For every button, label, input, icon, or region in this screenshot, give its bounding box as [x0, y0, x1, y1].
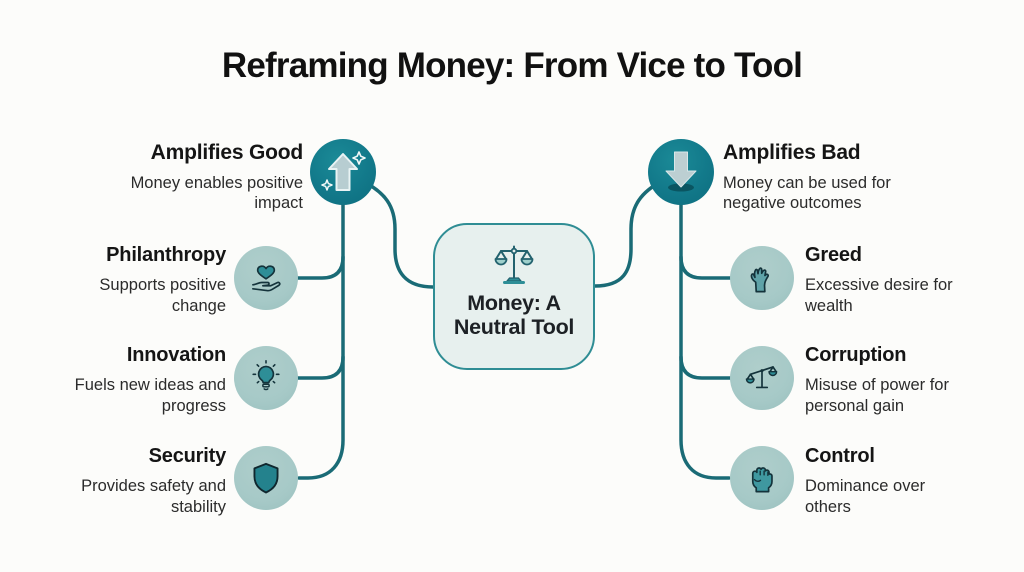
control-circle [730, 446, 794, 510]
security-description: Provides safety and stability [81, 477, 226, 516]
connector-philanthropy [295, 255, 345, 280]
shield-icon [253, 462, 279, 494]
greed-title: Greed [805, 244, 862, 266]
amplifies-bad-circle [648, 139, 714, 205]
amplifies-bad-block: Amplifies Bad Money can be used for nega… [723, 140, 918, 214]
tilted-scale-icon [745, 366, 778, 389]
connector-node-to-bad [593, 178, 666, 288]
center-node-label-line2: Neutral Tool [453, 315, 575, 340]
amplifies-bad-title: Amplifies Bad [723, 141, 861, 164]
control-description: Dominance over others [805, 477, 926, 516]
connector-greed [679, 255, 732, 280]
down-arrow-icon [665, 151, 697, 192]
philanthropy-title: Philanthropy [106, 244, 226, 266]
innovation-title: Innovation [126, 344, 226, 366]
corruption-description: Misuse of power for personal gain [805, 376, 949, 415]
greed-block: Greed Excessive desire for wealth [805, 243, 965, 317]
security-block: Security Provides safety and stability [66, 444, 226, 518]
center-node-label: Money: A Neutral Tool [453, 291, 575, 340]
heart-in-hand-icon [252, 265, 281, 292]
fist-icon [751, 467, 773, 493]
connector-right-trunk [679, 188, 731, 480]
up-arrow-sparkles-icon [321, 151, 366, 191]
control-title: Control [805, 445, 875, 467]
balance-scale-icon [494, 245, 534, 284]
page-title: Reframing Money: From Vice to Tool [221, 46, 803, 85]
innovation-block: Innovation Fuels new ideas and progress [66, 343, 227, 417]
lightbulb-icon [252, 359, 280, 391]
corruption-title: Corruption [805, 344, 907, 366]
connector-good-to-node [358, 178, 435, 289]
grasping-hand-icon [750, 267, 769, 293]
greed-circle [730, 246, 794, 310]
security-circle [234, 446, 298, 510]
corruption-circle [730, 346, 794, 410]
innovation-description: Fuels new ideas and progress [74, 376, 226, 415]
connector-corruption [679, 355, 732, 380]
philanthropy-description: Supports positive change [99, 276, 226, 315]
amplifies-good-block: Amplifies Good Money enables positive im… [108, 140, 304, 214]
amplifies-good-title: Amplifies Good [150, 141, 304, 164]
greed-description: Excessive desire for wealth [805, 276, 953, 315]
security-title: Security [148, 445, 227, 467]
amplifies-good-circle [310, 139, 376, 205]
innovation-circle [234, 346, 298, 410]
connector-left-trunk [297, 188, 345, 480]
connector-innovation [295, 355, 345, 380]
philanthropy-circle [234, 246, 298, 310]
control-block: Control Dominance over others [805, 444, 965, 518]
center-node-money-neutral-tool: Money: A Neutral Tool [433, 223, 595, 370]
philanthropy-block: Philanthropy Supports positive change [66, 243, 226, 317]
center-node-label-line1: Money: A [467, 291, 561, 315]
corruption-block: Corruption Misuse of power for personal … [805, 343, 965, 417]
amplifies-bad-description: Money can be used for negative outcomes [723, 174, 891, 213]
amplifies-good-description: Money enables positive impact [130, 174, 303, 213]
